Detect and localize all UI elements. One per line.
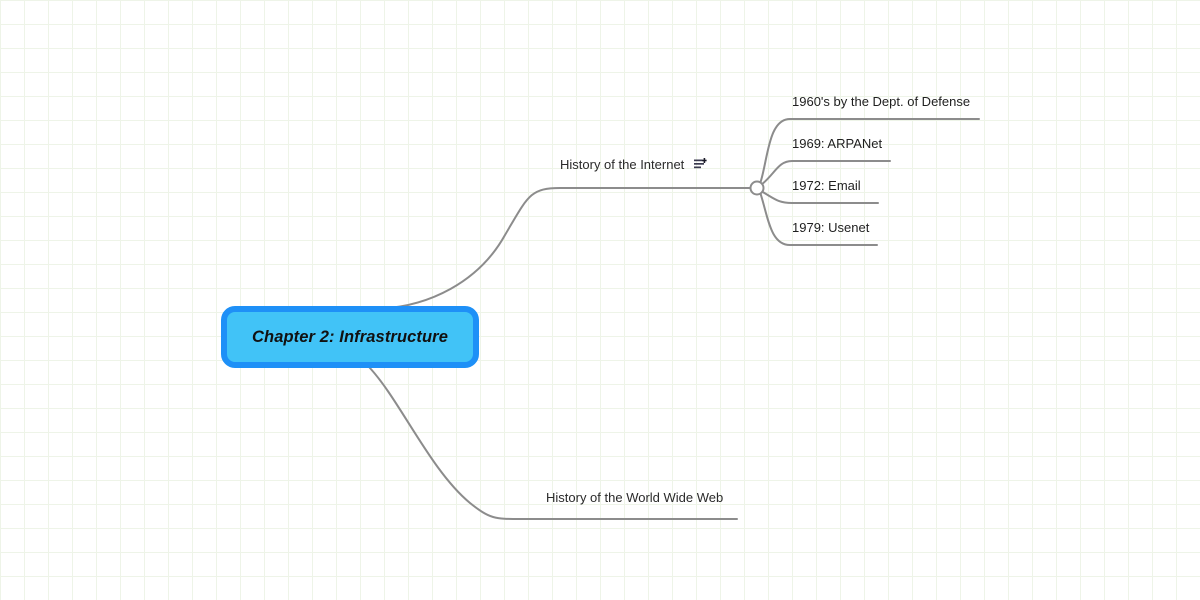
connector-branch-internet — [369, 187, 758, 310]
sub-branch-label-email[interactable]: 1972: Email — [792, 178, 861, 193]
central-node[interactable]: Chapter 2: Infrastructure — [221, 306, 479, 368]
central-node-label: Chapter 2: Infrastructure — [252, 327, 448, 346]
branch-label-text: History of the World Wide Web — [546, 490, 724, 505]
sub-branch-text: 1972: Email — [792, 178, 861, 193]
sub-branch-text: 1979: Usenet — [792, 220, 870, 235]
sub-branch-label-dod[interactable]: 1960's by the Dept. of Defense — [792, 94, 970, 109]
sub-branch-label-usenet[interactable]: 1979: Usenet — [792, 220, 869, 235]
branch-label-text: History of the Internet — [560, 157, 685, 172]
connector-branch-www — [368, 366, 738, 520]
connector-sub-email — [760, 190, 879, 204]
branch-junction-node[interactable] — [749, 180, 765, 196]
connector-sub-arpanet — [760, 160, 891, 186]
note-add-icon[interactable] — [694, 158, 708, 171]
branch-label-history-of-the-internet[interactable]: History of the Internet — [560, 157, 708, 172]
branch-label-history-of-the-world-wide-web[interactable]: History of the World Wide Web — [546, 490, 723, 505]
connector-sub-usenet — [759, 191, 878, 246]
connector-sub-dod — [759, 118, 980, 185]
sub-branch-text: 1969: ARPANet — [792, 136, 883, 151]
sub-branch-label-arpanet[interactable]: 1969: ARPANet — [792, 136, 882, 151]
sub-branch-text: 1960's by the Dept. of Defense — [792, 94, 971, 109]
